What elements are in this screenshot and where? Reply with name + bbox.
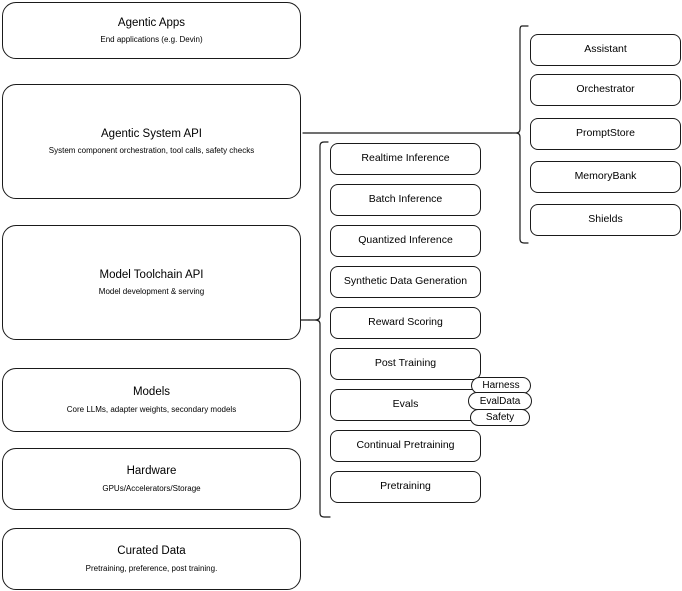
- capability-pretraining[interactable]: Pretraining: [330, 471, 481, 503]
- layer-agentic-system-api[interactable]: Agentic System API System component orch…: [2, 84, 301, 199]
- capability-reward-scoring[interactable]: Reward Scoring: [330, 307, 481, 339]
- capability-evals[interactable]: Evals: [330, 389, 481, 421]
- system-components-bracket: [510, 25, 529, 244]
- layer-subtitle: End applications (e.g. Devin): [100, 35, 203, 45]
- layer-subtitle: Pretraining, preference, post training.: [85, 563, 218, 573]
- layer-models[interactable]: Models Core LLMs, adapter weights, secon…: [2, 368, 301, 432]
- layer-hardware[interactable]: Hardware GPUs/Accelerators/Storage: [2, 448, 301, 510]
- layer-title: Agentic System API: [101, 127, 202, 140]
- toolchain-capabilities-bracket: [308, 141, 331, 518]
- component-promptstore[interactable]: PromptStore: [530, 118, 681, 150]
- layer-title: Curated Data: [117, 545, 186, 558]
- layer-title: Model Toolchain API: [99, 268, 204, 281]
- layer-curated-data[interactable]: Curated Data Pretraining, preference, po…: [2, 528, 301, 590]
- capability-continual-pretraining[interactable]: Continual Pretraining: [330, 430, 481, 462]
- layer-title: Hardware: [126, 465, 177, 478]
- component-orchestrator[interactable]: Orchestrator: [530, 74, 681, 106]
- layer-subtitle: GPUs/Accelerators/Storage: [102, 483, 201, 493]
- layer-subtitle: System component orchestration, tool cal…: [48, 146, 255, 156]
- badge-evaldata[interactable]: EvalData: [468, 392, 532, 410]
- layer-model-toolchain-api[interactable]: Model Toolchain API Model development & …: [2, 225, 301, 340]
- component-memorybank[interactable]: MemoryBank: [530, 161, 681, 193]
- layer-subtitle: Core LLMs, adapter weights, secondary mo…: [66, 404, 237, 414]
- component-shields[interactable]: Shields: [530, 204, 681, 236]
- badge-safety[interactable]: Safety: [470, 409, 530, 426]
- layer-subtitle: Model development & serving: [98, 287, 205, 297]
- capability-batch-inference[interactable]: Batch Inference: [330, 184, 481, 216]
- layer-title: Models: [132, 386, 171, 399]
- capability-realtime-inference[interactable]: Realtime Inference: [330, 143, 481, 175]
- layer-title: Agentic Apps: [117, 16, 186, 29]
- component-assistant[interactable]: Assistant: [530, 34, 681, 66]
- capability-synthetic-data-generation[interactable]: Synthetic Data Generation: [330, 266, 481, 298]
- capability-quantized-inference[interactable]: Quantized Inference: [330, 225, 481, 257]
- layer-agentic-apps[interactable]: Agentic Apps End applications (e.g. Devi…: [2, 2, 301, 59]
- capability-post-training[interactable]: Post Training: [330, 348, 481, 380]
